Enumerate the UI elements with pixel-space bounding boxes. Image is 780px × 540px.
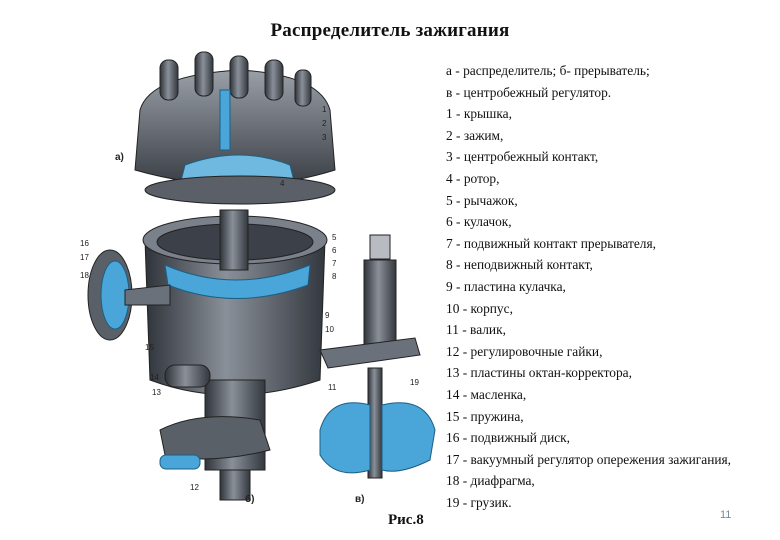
label-17: 17 <box>80 253 89 262</box>
label-8: 8 <box>332 272 337 281</box>
legend-list: а - распределитель; б- прерыватель; в - … <box>446 60 776 513</box>
slide-title: Распределитель зажигания <box>270 20 510 41</box>
legend-item: 2 - зажим, <box>446 127 504 143</box>
label-4: 4 <box>280 179 285 188</box>
label-15: 15 <box>145 343 154 352</box>
octane-corrector <box>159 416 271 470</box>
label-13: 13 <box>152 388 161 397</box>
legend-item: в - центробежный регулятор. <box>446 84 612 100</box>
breaker-shaft <box>319 234 421 369</box>
legend-item: 4 - ротор, <box>446 170 500 186</box>
label-3: 3 <box>322 133 327 142</box>
label-16: 16 <box>80 239 89 248</box>
legend-item: 7 - подвижный контакт прерывателя, <box>446 235 656 251</box>
legend-item: 9 - пластина кулачка, <box>446 278 566 294</box>
label-v: в) <box>355 494 364 505</box>
label-11: 11 <box>328 383 337 392</box>
label-9: 9 <box>325 311 330 320</box>
legend-item: 10 - корпус, <box>446 300 513 316</box>
label-7: 7 <box>332 259 337 268</box>
label-5: 5 <box>332 233 337 242</box>
legend-item: 1 - крышка, <box>446 106 512 122</box>
label-1: 1 <box>322 105 327 114</box>
label-19: 19 <box>410 378 419 387</box>
centrifugal-regulator <box>319 367 436 479</box>
label-2: 2 <box>322 119 327 128</box>
label-12: 12 <box>190 483 199 492</box>
oiler <box>164 364 211 388</box>
legend-item: 11 - валик, <box>446 322 506 338</box>
legend-item: а - распределитель; б- прерыватель; <box>446 63 650 78</box>
legend-item: 13 - пластины октан-корректора, <box>446 365 632 381</box>
legend-item: 8 - неподвижный контакт, <box>446 257 593 273</box>
legend-item: 18 - диафрагма, <box>446 473 535 489</box>
distributor-cover <box>134 51 336 205</box>
distributor-illustration: а) б) в) 1 2 3 4 5 6 7 8 9 10 11 12 13 1… <box>80 51 436 505</box>
legend-item: 19 - грузик. <box>446 494 512 510</box>
label-14: 14 <box>150 373 159 382</box>
legend-item: 17 - вакуумный регулятор опережения зажи… <box>446 451 732 467</box>
label-6: 6 <box>332 246 337 255</box>
legend-item: 3 - центробежный контакт, <box>446 149 599 165</box>
legend-item: 16 - подвижный диск, <box>446 430 571 446</box>
page-number: 11 <box>720 509 732 521</box>
vacuum-regulator <box>87 249 171 341</box>
legend-item: 15 - пружина, <box>446 408 524 424</box>
legend-item: 14 - масленка, <box>446 386 527 402</box>
label-a: а) <box>115 152 124 163</box>
figure-caption: Рис.8 <box>388 512 424 528</box>
legend-item: 6 - кулачок, <box>446 214 512 230</box>
legend-item: 5 - рычажок, <box>446 192 518 208</box>
label-18: 18 <box>80 271 89 280</box>
label-b: б) <box>245 493 255 505</box>
legend-item: 12 - регулировочные гайки, <box>446 343 603 359</box>
label-10: 10 <box>325 325 334 334</box>
